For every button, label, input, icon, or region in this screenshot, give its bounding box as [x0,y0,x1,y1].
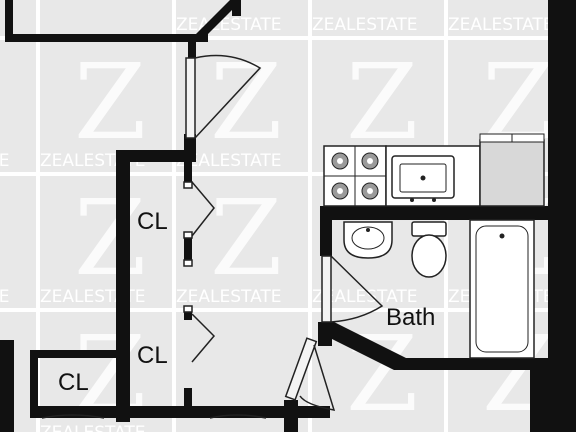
wall [116,150,130,422]
watermark-text: ZEALESTATE [40,423,146,432]
closet-middle-label: CL [137,342,168,369]
wall [318,322,332,346]
toilet-icon [411,221,447,278]
wall [184,306,192,320]
closet-middle-door [183,259,216,363]
stove-icon [323,145,387,207]
watermark-text: ZEALESTATE [0,287,10,307]
bath-label: Bath [386,304,436,331]
watermark-z: Z [346,41,418,163]
watermark-text: ZEALESTATE [176,15,282,35]
bathroom-sink-icon [343,221,393,259]
wall [30,350,38,412]
wall [530,370,548,432]
wall [116,150,196,162]
wall [320,206,332,256]
kitchen-fixtures [323,133,545,207]
watermark-text: ZEALESTATE [176,151,282,171]
closet-upper-label: CL [137,208,168,235]
wall [184,150,192,182]
wall [0,340,14,432]
bath-entry-door [284,337,336,411]
watermark-text: ZEALESTATE [312,287,418,307]
bathtub-icon [469,219,535,359]
watermark-text: ZEALESTATE [448,15,554,35]
watermark-z: Z [74,41,146,163]
wall [30,350,128,358]
wall [30,406,330,418]
watermark-text: ZEALESTATE [0,151,10,171]
watermark-z: Z [74,177,146,299]
watermark-text: ZEALESTATE [312,15,418,35]
bath-door [321,255,384,323]
wall [196,0,241,42]
wall [184,388,192,414]
doors [41,54,384,419]
entry-door [185,54,262,139]
kitchen-sink-icon [391,155,455,202]
watermark-text: ZEALESTATE [176,287,282,307]
refrigerator-icon [479,133,545,207]
closet-lower-label: CL [58,369,89,396]
bottom-doors [41,414,267,419]
watermark-z: Z [346,313,418,432]
wall [188,42,196,58]
wall [5,0,13,42]
wall [284,400,298,432]
wall [320,206,560,220]
watermark-z: Z [210,41,282,163]
watermark-z: Z [210,177,282,299]
wall [5,34,203,42]
closet-upper-door [183,181,215,239]
bath-fixtures [343,219,535,359]
wall [184,238,192,266]
